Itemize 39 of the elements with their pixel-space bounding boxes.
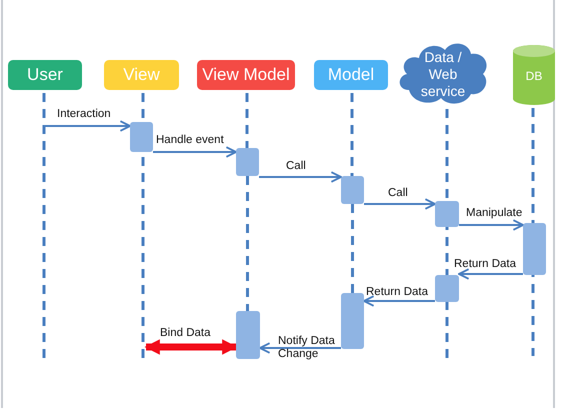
activation-bar	[341, 176, 364, 204]
node-label: DB	[524, 69, 544, 84]
message-arrow	[458, 268, 523, 280]
lifeline-header: View Model	[197, 60, 295, 90]
lifeline	[246, 176, 249, 311]
lifeline	[350, 93, 354, 176]
lifeline	[42, 93, 46, 358]
message-arrow	[459, 219, 524, 231]
activation-bar	[236, 311, 260, 359]
database-cylinder	[513, 45, 555, 105]
edge-label: Call	[388, 187, 408, 200]
message-arrow	[363, 295, 435, 307]
activation-bar	[435, 201, 459, 227]
activation-bar	[435, 275, 459, 302]
activation-bar	[130, 122, 153, 152]
message-arrow	[153, 146, 237, 158]
activation-bar	[523, 223, 546, 275]
edge-label: Return Data	[366, 286, 428, 300]
lifeline-header: View	[104, 60, 179, 90]
activation-bar	[341, 293, 364, 349]
lifeline	[246, 93, 248, 148]
edge-label: Return Data	[454, 258, 516, 272]
message-arrow	[44, 120, 131, 132]
lifeline	[142, 93, 144, 358]
message-arrow	[259, 171, 342, 183]
edge-label: Manipulate	[466, 207, 522, 220]
edge-label: Notify Data Change	[278, 335, 336, 362]
node-label: Data / Web service	[420, 49, 466, 100]
message-arrow	[259, 342, 341, 354]
edge-label: Interaction	[57, 108, 111, 122]
lifeline	[351, 204, 354, 293]
lifeline-header: Model	[314, 60, 388, 90]
edge-label: Handle event	[156, 134, 224, 148]
lifeline-header: User	[8, 60, 82, 90]
edge-label: Call	[286, 160, 306, 174]
double-arrow	[144, 339, 238, 355]
activation-bar	[236, 148, 259, 176]
edge-label: Bind Data	[160, 327, 211, 340]
message-arrow	[364, 198, 436, 210]
